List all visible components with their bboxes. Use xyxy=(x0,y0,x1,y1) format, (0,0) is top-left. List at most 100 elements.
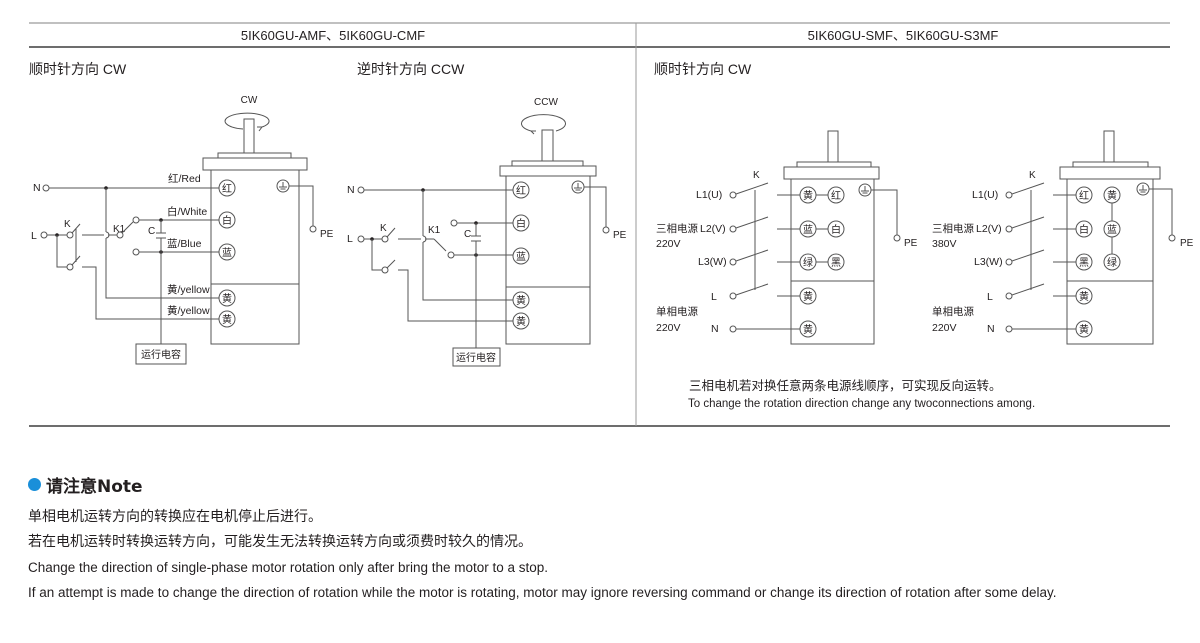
ground-terminal-icon xyxy=(858,183,872,197)
cw-title: 顺时针方向 CW xyxy=(29,61,127,77)
terminal-blue: 蓝 xyxy=(218,243,236,261)
motor-shaft xyxy=(1103,130,1115,163)
input-l-terminal xyxy=(40,231,48,239)
three-phase-220v-diagram: PE K L1(U) 黄 红 三相电源 L2(V) 220V 蓝 白 L3(W)… xyxy=(656,130,918,345)
three-phase-label: 三相电源 xyxy=(932,222,974,235)
caption-cn: 三相电机若对换任意两条电源线顺序，可实现反向运转。 xyxy=(689,378,1002,393)
terminal-yellow-1: 黄 xyxy=(512,291,530,309)
input-l3-label: L3(W) xyxy=(698,256,727,268)
cw-rotation-arrow-icon xyxy=(224,112,270,130)
ccw-title: 逆时针方向 CCW xyxy=(357,61,465,77)
pe-terminal xyxy=(893,234,901,242)
terminal-blue: 蓝 xyxy=(1103,220,1121,238)
svg-text:黄: 黄 xyxy=(1079,323,1089,336)
single-phase-label: 单相电源 xyxy=(932,305,974,318)
terminal-blue: 蓝 xyxy=(799,220,817,238)
pe-terminal xyxy=(602,226,610,234)
wire-label-yellow-2: 黄/yellow xyxy=(167,304,210,317)
input-l3-label: L3(W) xyxy=(974,256,1003,268)
terminal-yellow-single-1: 黄 xyxy=(1075,287,1093,305)
terminal-black: 黑 xyxy=(1075,253,1093,271)
svg-text:黄: 黄 xyxy=(803,290,813,303)
svg-text:黑: 黑 xyxy=(831,257,841,269)
input-n-label: N xyxy=(987,323,995,335)
motor-flange xyxy=(783,166,880,180)
terminal-yellow-1: 黄 xyxy=(218,289,236,307)
input-l-label: L xyxy=(347,233,353,245)
pe-terminal xyxy=(309,225,317,233)
note-line-cn-2: 若在电机运转时转换运转方向，可能发生无法转换运转方向或须费时较久的情况。 xyxy=(28,534,532,550)
svg-text:黄: 黄 xyxy=(222,313,232,326)
ccw-wiring-diagram: CCW PE 红 白 蓝 黄 黄 N L K xyxy=(347,97,627,367)
svg-text:黄: 黄 xyxy=(1107,189,1117,202)
motor-flange xyxy=(202,157,308,171)
terminal-white: 白 xyxy=(827,220,845,238)
rotation-label: CCW xyxy=(534,97,558,108)
pe-label: PE xyxy=(1180,238,1194,249)
run-capacitor-box xyxy=(135,343,187,365)
input-l1-label: L1(U) xyxy=(696,189,722,201)
input-n-label: N xyxy=(347,184,355,196)
motor-flange-top xyxy=(511,160,584,167)
terminal-green: 绿 xyxy=(799,253,817,271)
input-l-label: L xyxy=(987,291,993,303)
run-capacitor-box xyxy=(452,347,501,367)
terminal-green: 绿 xyxy=(1103,253,1121,271)
motor-shaft xyxy=(541,129,554,163)
terminal-red: 红 xyxy=(512,181,530,199)
ground-terminal-icon xyxy=(276,179,290,193)
svg-text:黄: 黄 xyxy=(1079,290,1089,303)
single-phase-label: 单相电源 xyxy=(656,305,698,318)
cw-wiring-diagram: CW PE 红 白 蓝 黄 黄 红/Red 白/White 蓝/Blue 黄/y… xyxy=(31,95,334,365)
run-capacitor-label: 运行电容 xyxy=(456,351,496,364)
terminal-yellow: 黄 xyxy=(799,186,817,204)
input-l2-label: L2(V) xyxy=(976,223,1002,235)
note-line-en-1: Change the direction of single-phase mot… xyxy=(28,560,549,575)
svg-text:白: 白 xyxy=(1079,223,1089,236)
ground-terminal-icon xyxy=(1136,182,1150,196)
three-phase-380v-diagram: PE K L1(U) 红 黄 三相电源 L2(V) 380V 白 蓝 L3(W)… xyxy=(932,130,1194,345)
input-l-terminal xyxy=(357,235,365,243)
three-phase-voltage: 220V xyxy=(656,238,681,250)
svg-text:红: 红 xyxy=(222,182,232,195)
motor-shaft xyxy=(827,130,839,163)
svg-text:绿: 绿 xyxy=(1107,256,1117,269)
terminal-yellow-2: 黄 xyxy=(218,310,236,328)
svg-text:蓝: 蓝 xyxy=(222,247,232,259)
right-cw-title: 顺时针方向 CW xyxy=(654,61,752,77)
terminal-red: 红 xyxy=(827,186,845,204)
svg-text:黄: 黄 xyxy=(803,323,813,336)
wire-label-red: 红/Red xyxy=(168,172,201,185)
pe-wire xyxy=(289,185,314,226)
svg-text:蓝: 蓝 xyxy=(803,224,813,236)
note-title: 请注意Note xyxy=(28,472,1188,497)
switch-k-label: K xyxy=(1029,170,1036,181)
switch-k-label: K xyxy=(753,170,760,181)
svg-text:红: 红 xyxy=(516,184,526,197)
input-l-label: L xyxy=(711,291,717,303)
switch-k1-label: K1 xyxy=(113,224,126,235)
capacitor-label: C xyxy=(148,226,155,237)
svg-text:红: 红 xyxy=(831,189,841,202)
svg-text:白: 白 xyxy=(222,214,232,227)
run-capacitor-label: 运行电容 xyxy=(141,348,181,361)
ccw-rotation-arrow-icon xyxy=(521,114,566,132)
switch-k1-label: K1 xyxy=(428,225,441,236)
ground-terminal-icon xyxy=(571,180,585,194)
terminal-white: 白 xyxy=(1075,220,1093,238)
single-phase-voltage: 220V xyxy=(932,322,957,334)
input-l-label: L xyxy=(31,230,37,242)
svg-text:绿: 绿 xyxy=(803,256,813,269)
svg-text:蓝: 蓝 xyxy=(516,251,526,263)
switch-k-label: K xyxy=(64,219,71,230)
wire-label-yellow-1: 黄/yellow xyxy=(167,283,210,296)
terminal-red: 红 xyxy=(218,179,236,197)
pe-wire xyxy=(1149,188,1173,235)
right-models-header: 5IK60GU-SMF、5IK60GU-S3MF xyxy=(808,28,999,43)
caption-en: To change the rotation direction change … xyxy=(688,398,1035,410)
pe-label: PE xyxy=(613,230,627,241)
motor-flange-top xyxy=(217,152,292,159)
pe-label: PE xyxy=(904,238,918,249)
switch-k-label: K xyxy=(380,223,387,234)
svg-text:黑: 黑 xyxy=(1079,257,1089,269)
